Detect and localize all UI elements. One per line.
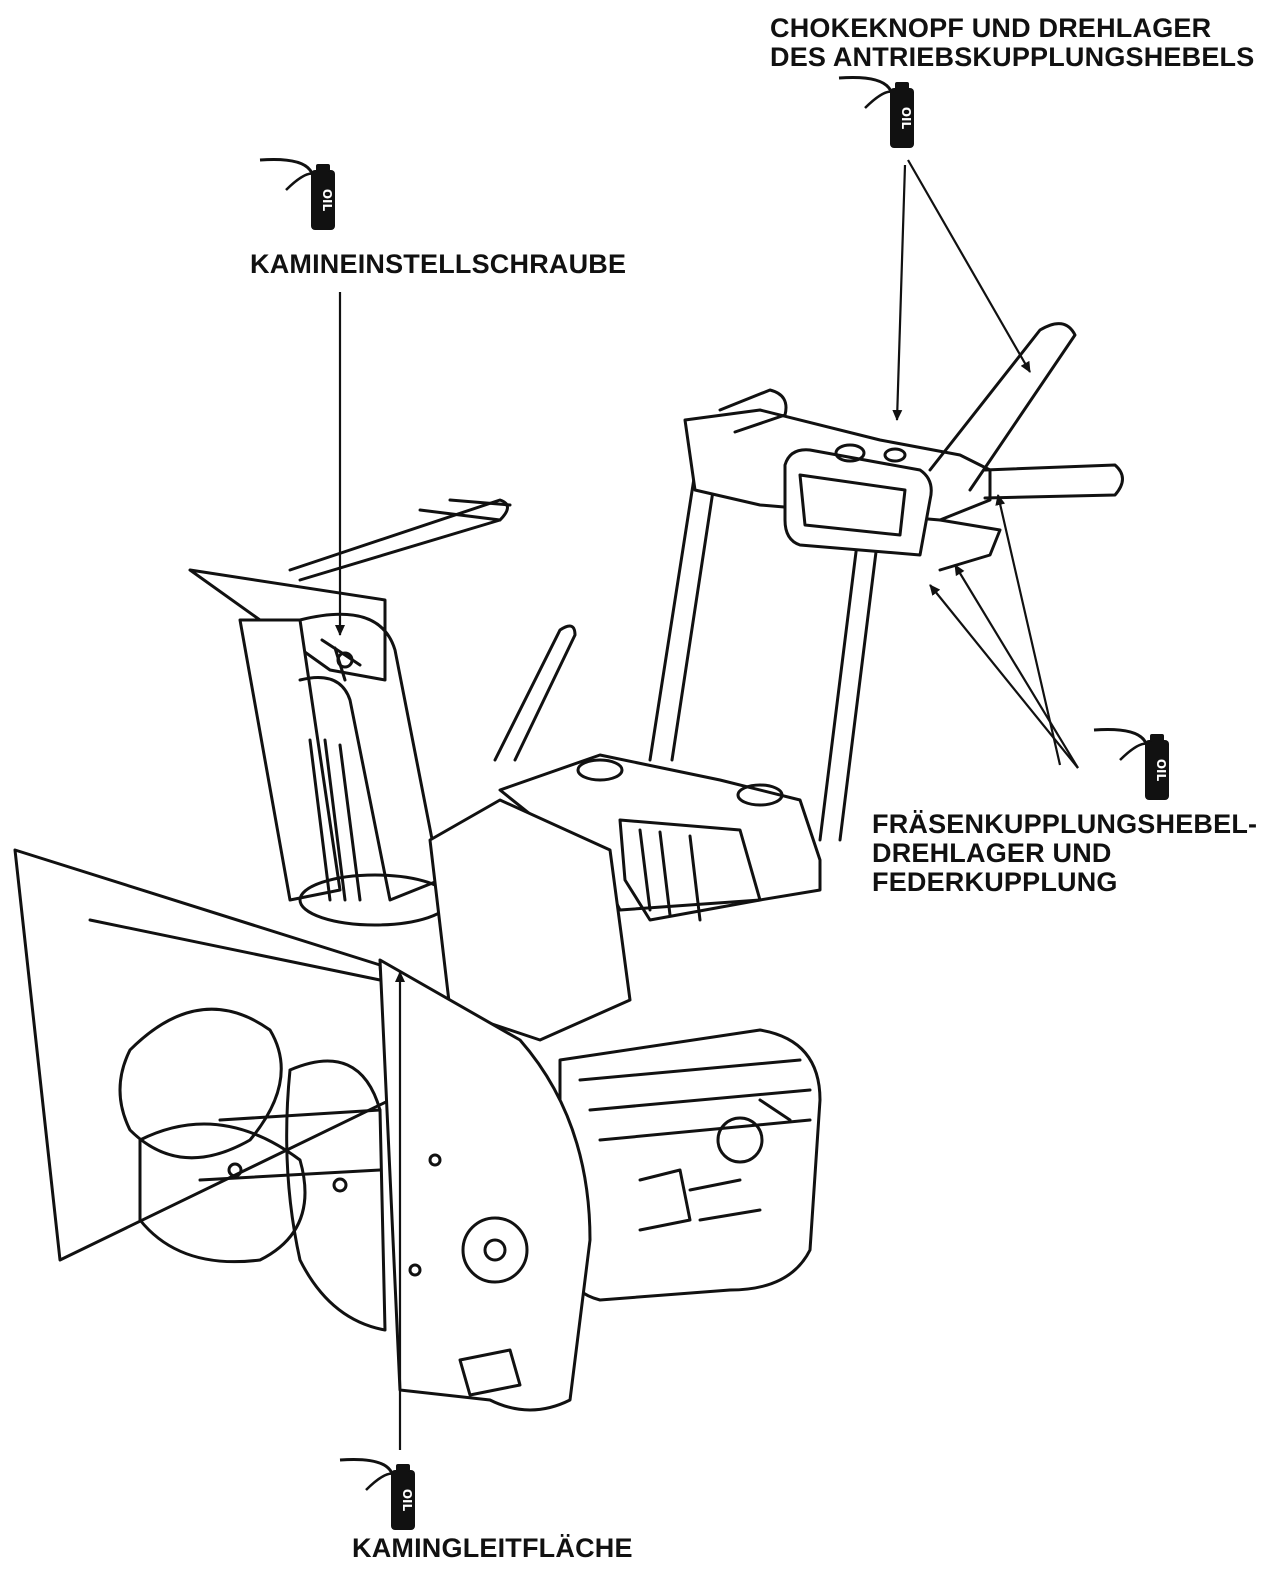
oil-can-icon-choke <box>837 75 916 150</box>
label-auger-clutch-line-1: FRÄSENKUPPLUNGSHEBEL- <box>872 809 1258 839</box>
snow-blower-drawing <box>13 322 1124 1412</box>
label-chute-adjust-screw: KAMINEINSTELLSCHRAUBE <box>250 250 626 279</box>
label-auger-clutch-pivot: FRÄSENKUPPLUNGSHEBEL- DREHLAGER UND FEDE… <box>872 810 1257 897</box>
leader-lines <box>335 159 1079 1450</box>
oil-can-icon-chute-screw <box>258 157 337 232</box>
label-choke-knob-line-2: DES ANTRIEBSKUPPLUNGSHEBELS <box>770 42 1255 72</box>
label-choke-knob: CHOKEKNOPF UND DREHLAGER DES ANTRIEBSKUP… <box>770 14 1254 72</box>
label-chute-guide: KAMINGLEITFLÄCHE <box>352 1534 633 1563</box>
oil-can-icon-auger-clutch <box>1092 727 1171 802</box>
label-chute-guide-line-1: KAMINGLEITFLÄCHE <box>352 1533 633 1563</box>
label-choke-knob-line-1: CHOKEKNOPF UND DREHLAGER <box>770 13 1212 43</box>
label-auger-clutch-line-3: FEDERKUPPLUNG <box>872 867 1118 897</box>
label-auger-clutch-line-2: DREHLAGER UND <box>872 838 1112 868</box>
oil-can-icon-chute-guide <box>338 1457 417 1532</box>
label-chute-adjust-screw-line-1: KAMINEINSTELLSCHRAUBE <box>250 249 627 279</box>
